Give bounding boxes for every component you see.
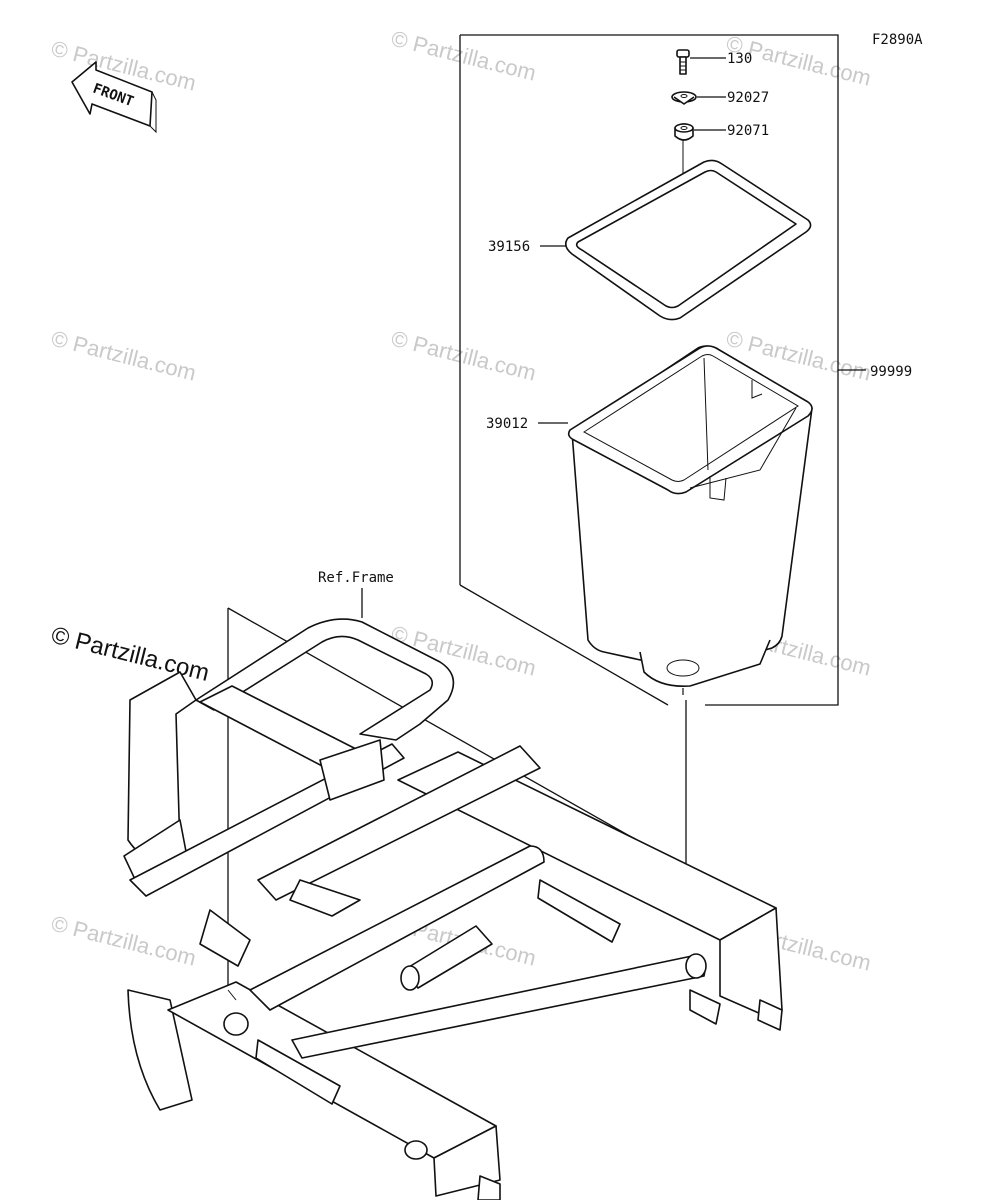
frame-label: Ref.Frame: [318, 570, 394, 586]
front-arrow-icon: FRONT: [71, 61, 157, 134]
watermark: © Partzilla.com: [389, 326, 539, 386]
part-number-label: 39156: [488, 239, 530, 255]
guide-line: [227, 989, 237, 1001]
diagram-code: F2890A: [872, 32, 923, 48]
watermark: © Partzilla.com: [49, 911, 199, 971]
vehicle-frame: [123, 618, 783, 1200]
storage-case-icon: [567, 345, 813, 688]
part-number-label: 92071: [727, 123, 769, 139]
part-number-label: 130: [727, 51, 752, 67]
part-number-label: 99999: [870, 364, 912, 380]
bolt-icon: [676, 49, 690, 75]
washer-icon: [671, 91, 697, 105]
part-number-label: 39012: [486, 416, 528, 432]
part-number-label: 92027: [727, 90, 769, 106]
seal-gasket-icon: [564, 159, 812, 321]
watermark-prominent: © Partzilla.com: [49, 622, 212, 687]
grommet-icon: [674, 123, 694, 141]
watermark: © Partzilla.com: [49, 326, 199, 386]
